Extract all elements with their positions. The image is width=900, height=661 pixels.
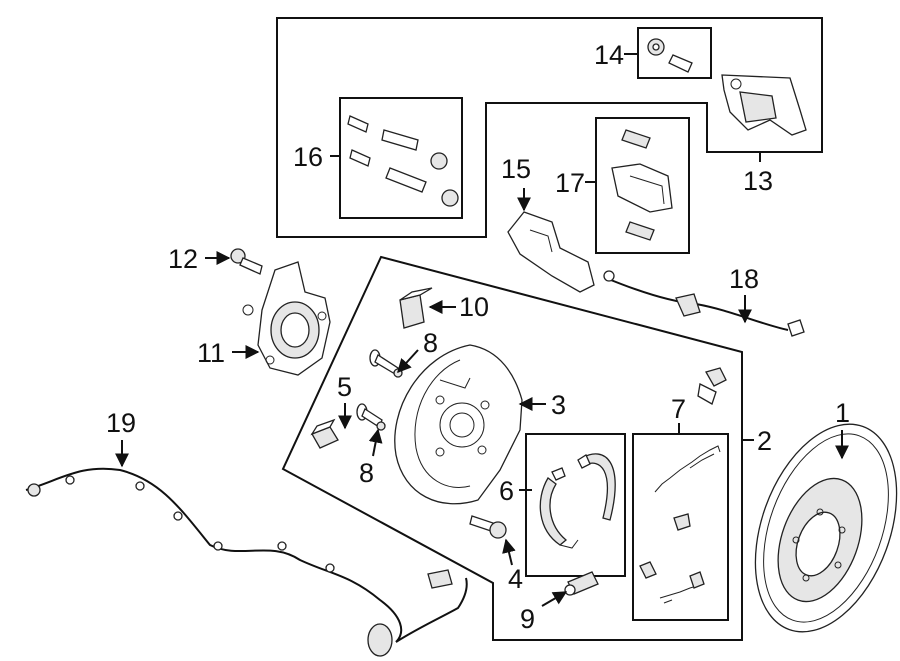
- hardware-box-14: [637, 27, 712, 79]
- callout-17: 17: [555, 168, 585, 198]
- callout-6: 6: [499, 476, 514, 506]
- callout-7: 7: [671, 394, 686, 424]
- bleeder-kit: [647, 38, 693, 73]
- spring-kit: [639, 445, 721, 604]
- callout-8-lower: 8: [359, 458, 374, 488]
- plug-5: [310, 418, 339, 449]
- callout-10: 10: [459, 292, 489, 322]
- pin-8-upper: [369, 349, 403, 378]
- shoe-box-6: [525, 433, 626, 577]
- backing-plate: [394, 344, 523, 505]
- bolt-kit: [347, 115, 459, 207]
- leader-4: [502, 538, 516, 566]
- dust-cap-10: [399, 287, 433, 329]
- callout-9: 9: [520, 604, 535, 634]
- brake-hose: [603, 270, 805, 337]
- callout-16: 16: [293, 142, 323, 172]
- callout-18: 18: [729, 264, 759, 294]
- caliper-bracket: [507, 211, 595, 293]
- callout-13: 13: [743, 166, 773, 196]
- pin-8-lower: [356, 403, 386, 431]
- bolt-4: [469, 515, 507, 539]
- brake-caliper: [721, 74, 807, 136]
- bolt-12: [230, 248, 263, 275]
- callout-3: 3: [551, 390, 566, 420]
- brake-pads: [611, 129, 673, 241]
- caliper-assembly-box: [276, 17, 823, 238]
- steering-knuckle: [242, 261, 331, 376]
- callout-4: 4: [508, 564, 523, 594]
- abs-sensor-wire: [25, 467, 468, 657]
- callout-15: 15: [501, 154, 531, 184]
- callout-2: 2: [757, 426, 772, 456]
- spring-kit-box-7: [632, 433, 729, 621]
- callout-14: 14: [594, 40, 624, 70]
- bolt-kit-box-16: [339, 97, 463, 219]
- pad-kit-box-17: [595, 117, 690, 254]
- callout-1: 1: [835, 398, 850, 428]
- brake-rotor: [754, 423, 898, 633]
- backing-plate-group-box: [281, 255, 743, 641]
- clip-2: [697, 367, 727, 405]
- leader-8b: [368, 428, 383, 457]
- callout-19: 19: [106, 408, 136, 438]
- parking-brake-shoes: [539, 453, 616, 549]
- callout-11: 11: [197, 338, 225, 368]
- sensor-9: [564, 571, 599, 596]
- callout-5: 5: [337, 372, 352, 402]
- leader-8a: [397, 349, 419, 374]
- callout-12: 12: [168, 244, 198, 274]
- callout-8-upper: 8: [423, 328, 438, 358]
- leader-9: [541, 591, 568, 607]
